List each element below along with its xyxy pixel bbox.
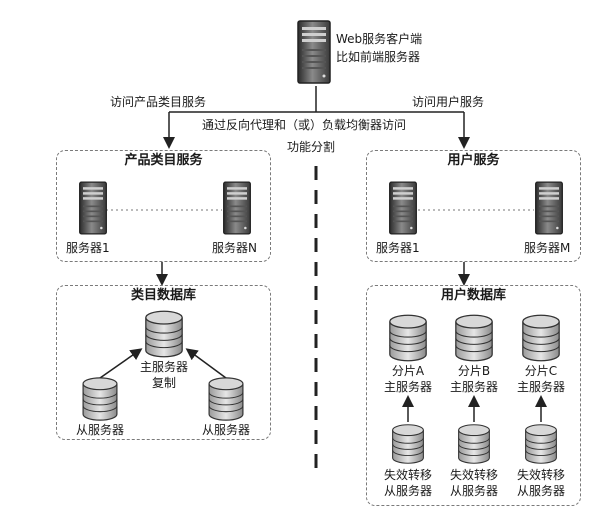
shard-db-icon bbox=[521, 314, 561, 362]
product-server-1-label: 服务器1 bbox=[66, 241, 110, 255]
edge-label-proxy: 通过反向代理和（或）负载均衡器访问 bbox=[202, 118, 407, 132]
user-db-title: 用户数据库 bbox=[440, 288, 506, 303]
server-icon bbox=[78, 180, 108, 236]
replication-arrow-left bbox=[99, 348, 143, 379]
category-db-title: 类目数据库 bbox=[130, 288, 196, 303]
user-service-box bbox=[366, 150, 581, 262]
shard-a-label-line2: 主服务器 bbox=[383, 380, 432, 394]
master-db-icon bbox=[144, 310, 184, 358]
shard-b-label-line2: 主服务器 bbox=[449, 380, 498, 394]
failover-a-label-line2: 从服务器 bbox=[383, 484, 432, 498]
slave-db-icon bbox=[206, 377, 246, 421]
client-label-line1: Web服务客户端 bbox=[336, 32, 423, 46]
failover-db-icon bbox=[388, 424, 428, 464]
failover-a-label-line1: 失效转移 bbox=[383, 468, 432, 482]
failover-b-label-line1: 失效转移 bbox=[449, 468, 498, 482]
edge-label-user: 访问用户服务 bbox=[412, 95, 485, 109]
shard-a-label-line1: 分片A bbox=[391, 364, 425, 378]
client-label-line2: 比如前端服务器 bbox=[336, 50, 421, 64]
shard-c-label-line1: 分片C bbox=[524, 364, 558, 378]
category-db-box bbox=[56, 285, 271, 440]
product-service-title: 产品类目服务 bbox=[124, 153, 203, 168]
web-client-server-icon bbox=[296, 18, 332, 86]
edge-label-product: 访问产品类目服务 bbox=[110, 95, 207, 109]
shard-db-icon bbox=[388, 314, 428, 362]
slave-db-icon bbox=[80, 377, 120, 421]
user-service-title: 用户服务 bbox=[447, 153, 500, 168]
failover-c-label-line1: 失效转移 bbox=[516, 468, 565, 482]
slave-db-left-label: 从服务器 bbox=[75, 423, 124, 437]
edge-label-split: 功能分割 bbox=[287, 140, 336, 154]
server-icon bbox=[534, 180, 564, 236]
master-db-label-line1: 主服务器 bbox=[139, 360, 188, 374]
replication-arrow-right bbox=[185, 348, 227, 379]
server-icon bbox=[388, 180, 418, 236]
failover-db-icon bbox=[521, 424, 561, 464]
shard-b-label-line1: 分片B bbox=[457, 364, 491, 378]
product-server-n-label: 服务器N bbox=[212, 241, 257, 255]
slave-db-right-label: 从服务器 bbox=[201, 423, 250, 437]
user-server-m-label: 服务器M bbox=[524, 241, 571, 255]
user-db-box bbox=[366, 285, 581, 506]
shard-c-label-line2: 主服务器 bbox=[516, 380, 565, 394]
product-service-box bbox=[56, 150, 271, 262]
failover-b-label-line2: 从服务器 bbox=[449, 484, 498, 498]
server-icon bbox=[222, 180, 252, 236]
master-db-label-line2: 复制 bbox=[151, 376, 176, 390]
failover-db-icon bbox=[454, 424, 494, 464]
failover-c-label-line2: 从服务器 bbox=[516, 484, 565, 498]
shard-db-icon bbox=[454, 314, 494, 362]
user-server-1-label: 服务器1 bbox=[376, 241, 420, 255]
